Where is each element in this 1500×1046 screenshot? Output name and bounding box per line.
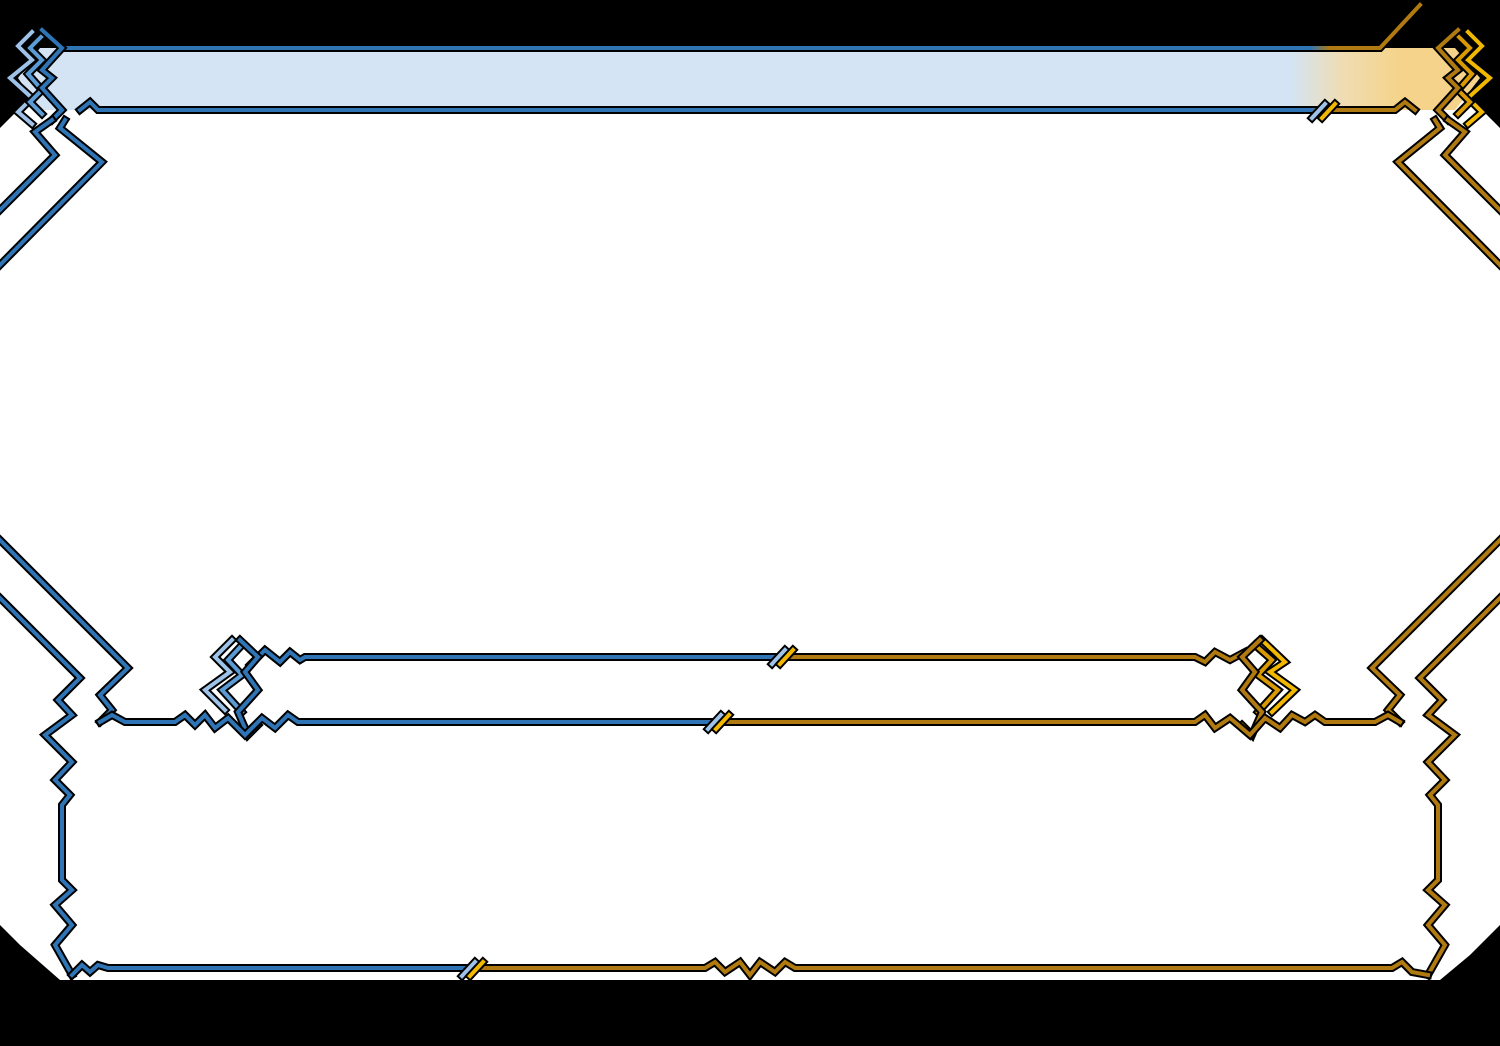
frame-stroke bbox=[201, 637, 235, 713]
stroke-outline bbox=[58, 0, 1426, 52]
top-left-ornament bbox=[0, 24, 108, 271]
frame-stroke bbox=[713, 712, 732, 732]
frame-stroke bbox=[25, 33, 45, 117]
frame-stroke bbox=[705, 712, 724, 732]
frame-stroke bbox=[1395, 117, 1500, 268]
frame-stroke bbox=[1319, 101, 1338, 121]
frame-stroke bbox=[1252, 642, 1281, 715]
frame-stroke bbox=[1259, 637, 1299, 715]
frame-stroke bbox=[459, 959, 478, 979]
top-right-ornament bbox=[1392, 24, 1500, 271]
dialogue-box bbox=[66, 708, 1433, 982]
frame-stroke bbox=[1417, 595, 1500, 978]
frame-stroke bbox=[1455, 33, 1475, 117]
frame-stroke bbox=[0, 117, 105, 268]
frame-stroke bbox=[97, 711, 1403, 738]
frame-stroke bbox=[69, 959, 1431, 979]
frame-stroke bbox=[1442, 117, 1500, 213]
frame-stroke bbox=[1435, 27, 1461, 123]
top-banner bbox=[18, 0, 1480, 116]
frame-stroke bbox=[0, 595, 83, 978]
frame-stroke bbox=[60, 2, 1423, 50]
color-split-marks bbox=[456, 98, 1341, 982]
frame-stroke bbox=[219, 642, 245, 715]
content-area bbox=[0, 88, 1500, 980]
frame-stroke bbox=[247, 647, 1248, 668]
frame-stroke bbox=[77, 99, 1418, 113]
frame-stroke bbox=[6, 29, 35, 127]
frame-stroke bbox=[0, 117, 58, 213]
frame-stroke bbox=[769, 647, 788, 667]
frame-stroke bbox=[39, 27, 65, 123]
frame-stroke bbox=[1309, 101, 1328, 121]
frame-stroke bbox=[1465, 29, 1494, 127]
frame-stroke bbox=[777, 647, 796, 667]
frame-stroke bbox=[467, 959, 486, 979]
name-box bbox=[198, 634, 1302, 742]
